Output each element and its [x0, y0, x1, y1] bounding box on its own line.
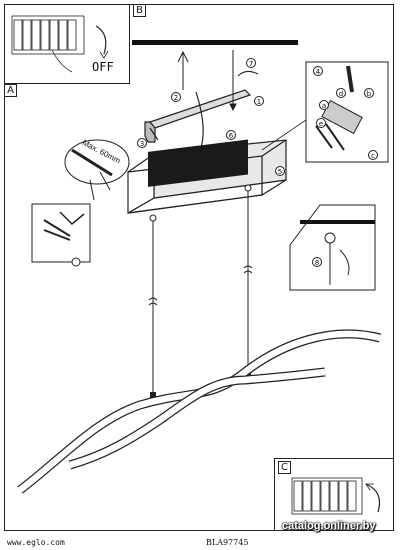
panel-tag-c: C — [278, 461, 291, 474]
panel-tag-a: A — [4, 84, 17, 97]
wire-break-left — [148, 297, 158, 306]
step-1: 1 — [254, 96, 264, 106]
lamp-body — [17, 329, 382, 494]
rotate-arrow — [237, 70, 259, 77]
step-4: 4 — [313, 66, 323, 76]
canopy-hole-left — [149, 214, 157, 222]
canopy-hole-right — [244, 184, 252, 192]
cable-detail — [64, 139, 130, 201]
connector-e: e — [316, 118, 326, 128]
connector-d: d — [336, 88, 346, 98]
main-frame — [4, 4, 394, 531]
step-3: 3 — [137, 138, 147, 148]
connector-a: a — [319, 100, 329, 110]
leader-line — [261, 119, 307, 151]
step-6: 6 — [226, 130, 236, 140]
connector-c: c — [368, 150, 378, 160]
fuse-panel-bottom — [291, 477, 381, 515]
document-code: BLA97745 — [206, 538, 249, 547]
ceiling-screw — [177, 50, 237, 112]
watermark: catalog.onliner.by — [282, 520, 376, 532]
step-7: 7 — [246, 58, 256, 68]
connector-b: b — [364, 88, 374, 98]
switch-on-panel — [274, 458, 394, 531]
ceiling-bar — [132, 40, 298, 45]
wire-break-right — [243, 265, 253, 274]
switch-off-panel — [4, 4, 130, 84]
pliers-detail — [31, 203, 91, 267]
panel-tag-b: B — [133, 4, 146, 17]
wire-clamp-left — [150, 392, 156, 400]
screw-detail — [289, 204, 376, 291]
step-8: 8 — [312, 257, 322, 267]
canopy — [127, 139, 287, 215]
off-label: OFF — [92, 60, 114, 74]
website-label: www.eglo.com — [7, 538, 65, 547]
step-2: 2 — [171, 92, 181, 102]
fuse-panel-top — [11, 15, 109, 73]
terminal-detail — [305, 61, 389, 163]
step-5: 5 — [275, 166, 285, 176]
supply-cable — [195, 91, 204, 151]
